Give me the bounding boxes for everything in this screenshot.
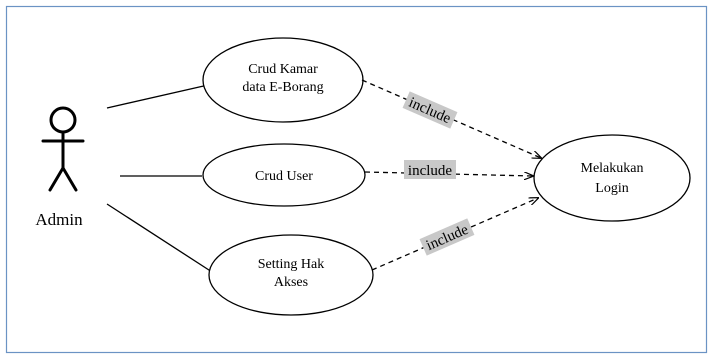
use-case-label: Login [595, 181, 628, 196]
use-case-setting-hak-akses: Setting Hak Akses [208, 234, 374, 316]
include-label-bg [402, 91, 458, 129]
use-case-label: Akses [274, 275, 308, 290]
actor-label: Admin [35, 210, 83, 229]
use-case-label: data E-Borang [242, 80, 323, 95]
use-case-label: Crud Kamar [248, 62, 318, 77]
use-case-crud-kamar: Crud Kamar data E-Borang [202, 37, 364, 123]
association-line-setting-hak-akses [106, 203, 213, 273]
include-label-bg [419, 218, 475, 256]
use-case-melakukan-login: Melakukan Login [533, 134, 691, 222]
actor-admin: Admin [35, 106, 85, 229]
use-case-label: Melakukan [581, 161, 644, 176]
include-relation-crud-user: include [364, 160, 533, 179]
dashed-arrow [361, 79, 541, 158]
use-case-label: Setting Hak [258, 257, 325, 272]
include-label: include [408, 163, 452, 179]
association-line-crud-kamar [106, 84, 209, 109]
use-case-label: Crud User [255, 169, 313, 184]
stick-figure-actor-icon [41, 106, 85, 192]
include-label-bg [404, 160, 456, 179]
use-case-crud-user: Crud User [202, 143, 366, 207]
